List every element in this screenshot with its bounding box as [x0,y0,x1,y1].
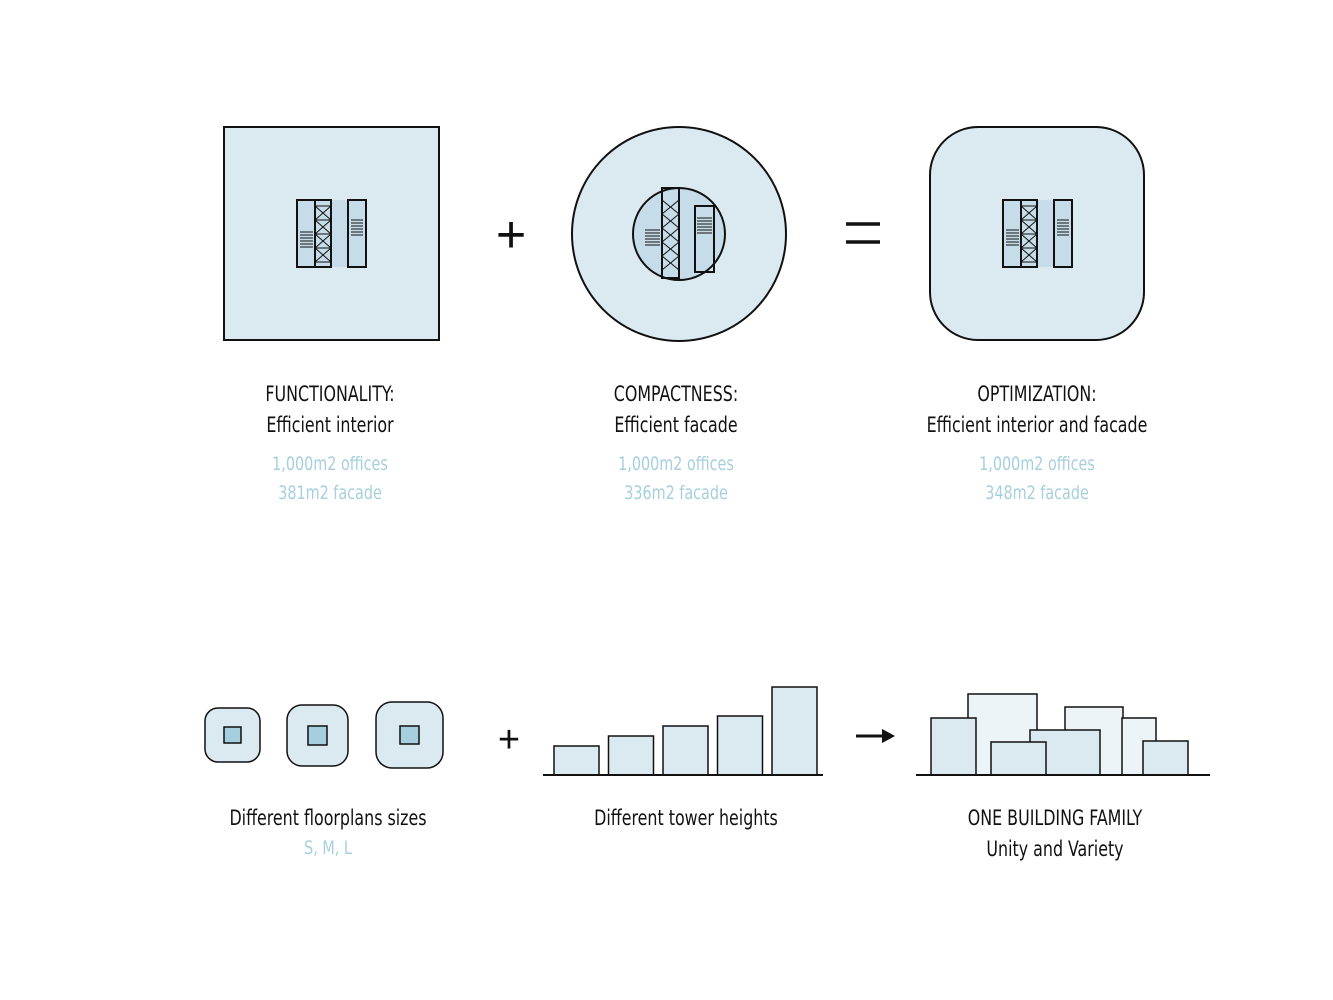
family-subtitle: Unity and Variety [986,837,1124,861]
plus-operator-1: + [496,206,526,264]
tower-bar-5 [771,686,818,776]
compactness-facade: 336m2 facade [624,482,728,504]
family-title: ONE BUILDING FAMILY [967,806,1143,830]
optimization-facade: 348m2 facade [985,482,1089,504]
floorplans-label: Different floorplans sizes [229,806,427,830]
rounded-square-floorplan [929,126,1145,341]
optimization-offices: 1,000m2 offices [979,453,1095,475]
compactness-heading: COMPACTNESS: [613,382,739,406]
functionality-offices: 1,000m2 offices [272,453,388,475]
floorplan-sizes-icons [204,701,444,769]
core-icon [296,199,367,268]
floorplan-large [375,701,444,769]
compactness-subheading: Efficient facade [614,413,738,437]
tower-bar-1 [553,745,600,776]
core-icon [645,187,715,279]
floorplan-small [204,707,261,763]
plus-operator-2: + [498,719,520,761]
towers-label: Different tower heights [594,806,778,830]
floorplan-medium [286,704,349,767]
functionality-heading: FUNCTIONALITY: [265,382,395,406]
tower-bar-3 [662,725,709,776]
square-floorplan [223,126,440,341]
tower-bar-4 [716,715,764,776]
functionality-subheading: Efficient interior [266,413,394,437]
equals-operator [846,222,880,244]
tower-bar-2 [607,735,655,776]
functionality-facade: 381m2 facade [278,482,382,504]
towers-caption: Different tower heights [552,803,821,834]
optimization-subheading: Efficient interior and facade [926,413,1148,437]
tower-heights-diagram [553,686,818,776]
circle-floorplan [571,126,787,342]
functionality-caption: FUNCTIONALITY: Efficient interior 1,000m… [204,379,456,508]
right-arrow-icon [856,729,895,743]
optimization-caption: OPTIMIZATION: Efficient interior and fac… [894,379,1180,508]
building-family-diagram [916,693,1210,776]
compactness-offices: 1,000m2 offices [618,453,734,475]
floorplans-sizes: S, M, L [304,837,352,859]
family-caption: ONE BUILDING FAMILY Unity and Variety [921,803,1190,865]
floorplans-caption: Different floorplans sizes S, M, L [194,803,463,863]
core-icon [1002,199,1073,268]
optimization-heading: OPTIMIZATION: [977,382,1097,406]
compactness-caption: COMPACTNESS: Efficient facade 1,000m2 of… [550,379,802,508]
